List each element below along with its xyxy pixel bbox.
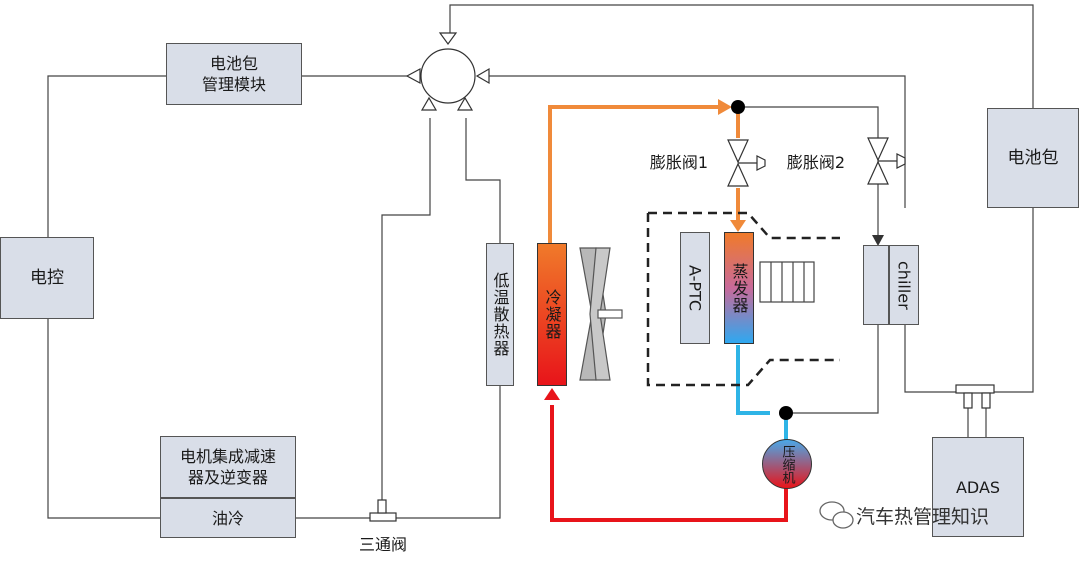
motor-reducer-inverter: 电机集成减速 器及逆变器 xyxy=(160,436,296,498)
compressor: 压缩机 xyxy=(762,439,812,489)
expansion-valve-2-label: 膨胀阀2 xyxy=(786,152,846,172)
orange-arrow-right xyxy=(718,99,732,115)
three-way-valve-symbol xyxy=(369,499,397,522)
wechat-icon xyxy=(819,501,854,529)
multi-port-valve xyxy=(405,32,490,111)
red-arrow-up xyxy=(544,388,560,400)
evaporator: 蒸发器 xyxy=(724,232,754,344)
compressor-label: 压缩机 xyxy=(779,444,795,484)
watermark-text: 汽车热管理知识 xyxy=(856,505,990,528)
expansion-valve-1-label: 膨胀阀1 xyxy=(649,152,709,172)
expansion-valve-1-symbol xyxy=(727,139,766,187)
black-arrow-down xyxy=(872,235,884,246)
junction-top xyxy=(731,100,745,114)
condenser-fan xyxy=(579,247,623,381)
battery-pack-management-module: 电池包 管理模块 xyxy=(166,43,302,105)
condenser: 冷凝器 xyxy=(537,243,567,386)
motor-controller: 电控 xyxy=(0,237,94,319)
a-ptc-heater: A-PTC xyxy=(680,232,710,344)
chiller: chiller xyxy=(889,245,919,325)
hvac-housing xyxy=(646,211,840,387)
orange-arrow-down xyxy=(730,220,746,232)
junction-bottom xyxy=(779,406,793,420)
adas-unit: ADAS xyxy=(932,437,1024,537)
adas-connector xyxy=(955,384,995,409)
three-way-valve-label: 三通阀 xyxy=(358,534,407,554)
expansion-valve-2-symbol xyxy=(867,137,906,185)
oil-cooler: 油冷 xyxy=(160,498,296,538)
low-temp-radiator: 低温散热器 xyxy=(486,243,514,386)
coolant-lines xyxy=(47,4,1034,519)
battery-pack: 电池包 xyxy=(987,108,1079,208)
chiller-left-plate xyxy=(863,245,889,325)
air-grille xyxy=(759,261,815,303)
refrigerant-lines xyxy=(548,105,788,522)
